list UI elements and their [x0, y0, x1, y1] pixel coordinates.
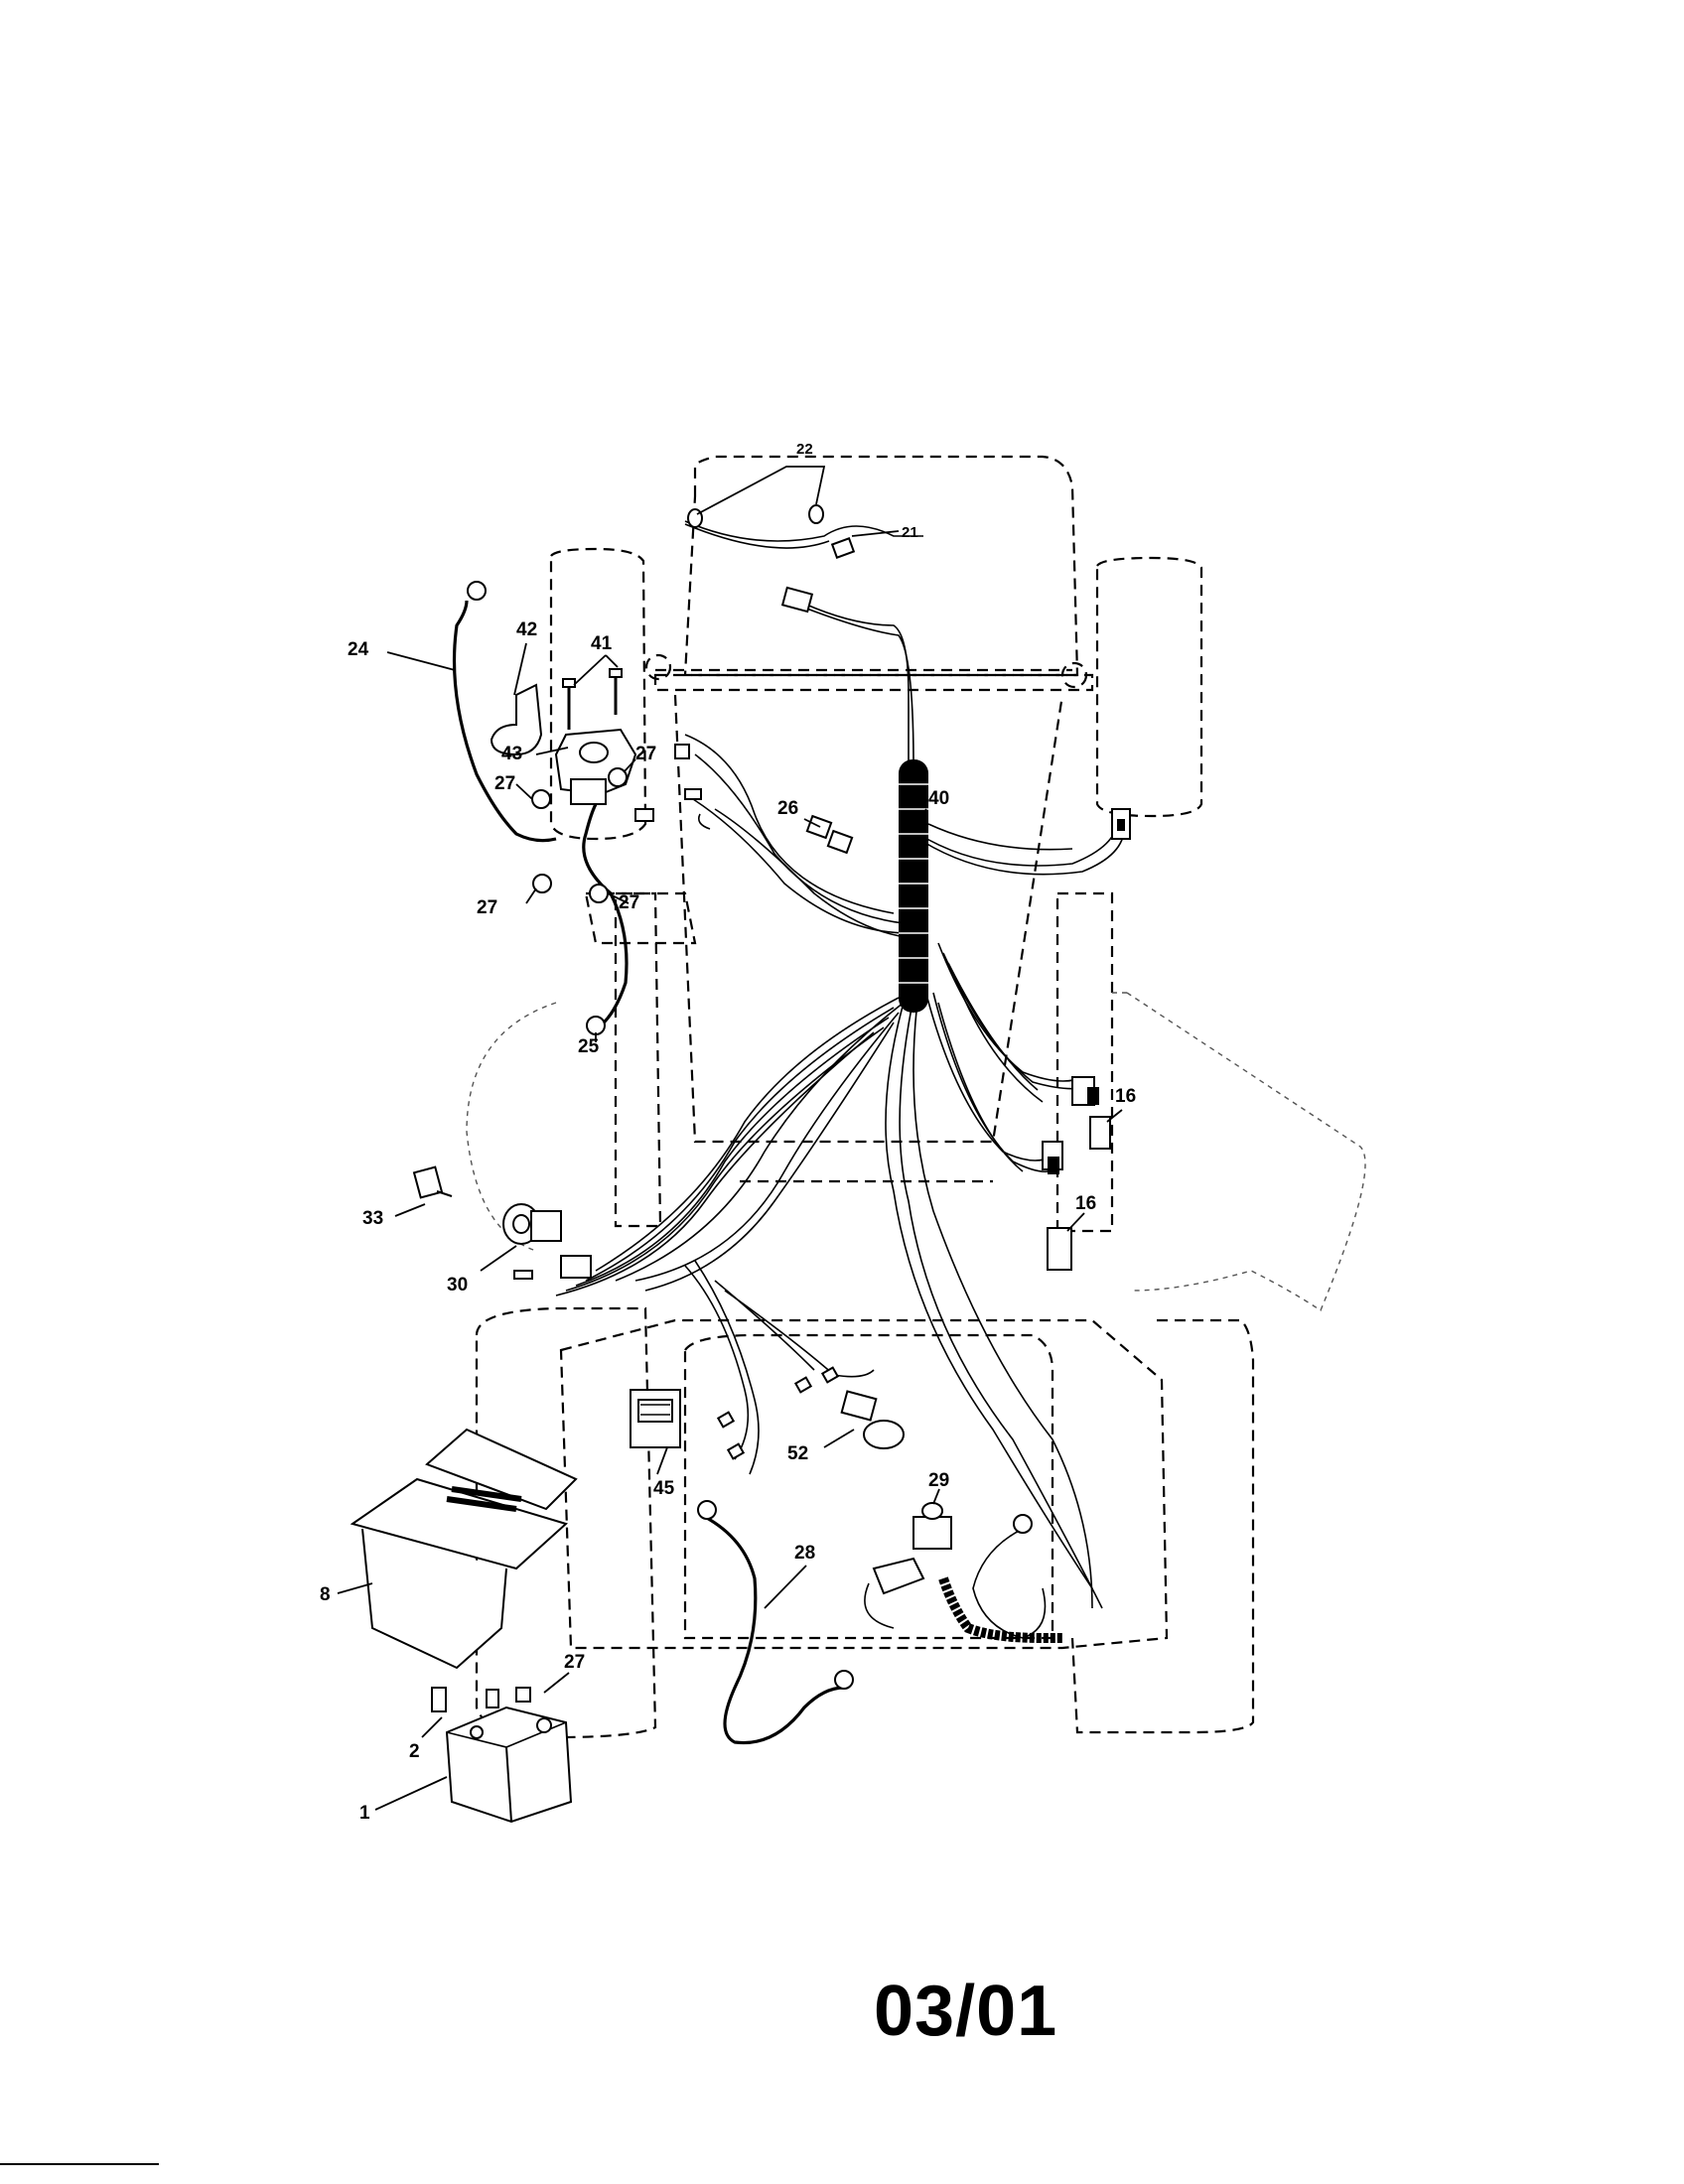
date-code: 03/01 — [874, 1972, 1058, 2051]
part-label-28: 28 — [794, 1543, 815, 1564]
ignition-key — [412, 1165, 444, 1199]
battery — [445, 1706, 573, 1824]
part-label-41: 41 — [591, 633, 613, 654]
headlight-bulb-right — [808, 504, 824, 524]
part-label-16: 16 — [1115, 1086, 1136, 1107]
part-labels: 22 21 24 42 41 43 27 27 27 27 25 26 40 1… — [320, 441, 1136, 1824]
part-label-30: 30 — [447, 1275, 468, 1296]
hex-nut — [532, 874, 552, 893]
hex-nut — [531, 789, 551, 809]
part-label-22: 22 — [796, 441, 813, 458]
part-label-25: 25 — [578, 1036, 600, 1057]
part-label-16: 16 — [1075, 1193, 1096, 1214]
harness-wires — [555, 520, 1125, 1639]
headlight-connector — [830, 537, 856, 559]
harness-top-connector — [780, 586, 814, 614]
cable-ring-terminal — [586, 1016, 606, 1035]
part-label-52: 52 — [787, 1443, 808, 1464]
part-label-27: 27 — [564, 1652, 585, 1673]
relay — [912, 1516, 952, 1550]
part-label-8: 8 — [320, 1584, 331, 1605]
components — [350, 504, 1131, 1824]
battery-tray — [350, 1477, 568, 1570]
leader-lines — [337, 466, 1123, 1811]
part-label-27: 27 — [477, 897, 497, 918]
plug-connector — [840, 1390, 878, 1422]
page-rule — [0, 2163, 159, 2165]
part-label-33: 33 — [362, 1208, 383, 1229]
part-label-29: 29 — [928, 1470, 949, 1491]
hex-nut — [589, 884, 609, 903]
cable-ring-terminal — [467, 581, 487, 601]
part-label-26: 26 — [777, 798, 798, 819]
part-label-1: 1 — [359, 1803, 370, 1824]
part-label-2: 2 — [409, 1741, 420, 1762]
safety-switch — [1047, 1227, 1072, 1271]
part-label-45: 45 — [653, 1478, 675, 1499]
heavy-cables — [452, 600, 845, 1745]
safety-switch — [1089, 1116, 1111, 1150]
hex-nut — [608, 767, 628, 787]
part-label-27: 27 — [619, 892, 639, 913]
part-label-42: 42 — [516, 619, 537, 640]
part-label-21: 21 — [902, 524, 918, 541]
part-label-40: 40 — [928, 788, 949, 809]
part-label-24: 24 — [348, 639, 369, 660]
part-label-27: 27 — [635, 744, 656, 764]
tractor-outline — [466, 455, 1366, 1739]
part-label-27: 27 — [494, 773, 515, 794]
harness-sleeve — [899, 759, 928, 1013]
terminal-cover — [490, 683, 543, 756]
coil-sleeve — [938, 1576, 1062, 1643]
connector-26 — [826, 829, 854, 855]
part-label-43: 43 — [501, 744, 522, 764]
